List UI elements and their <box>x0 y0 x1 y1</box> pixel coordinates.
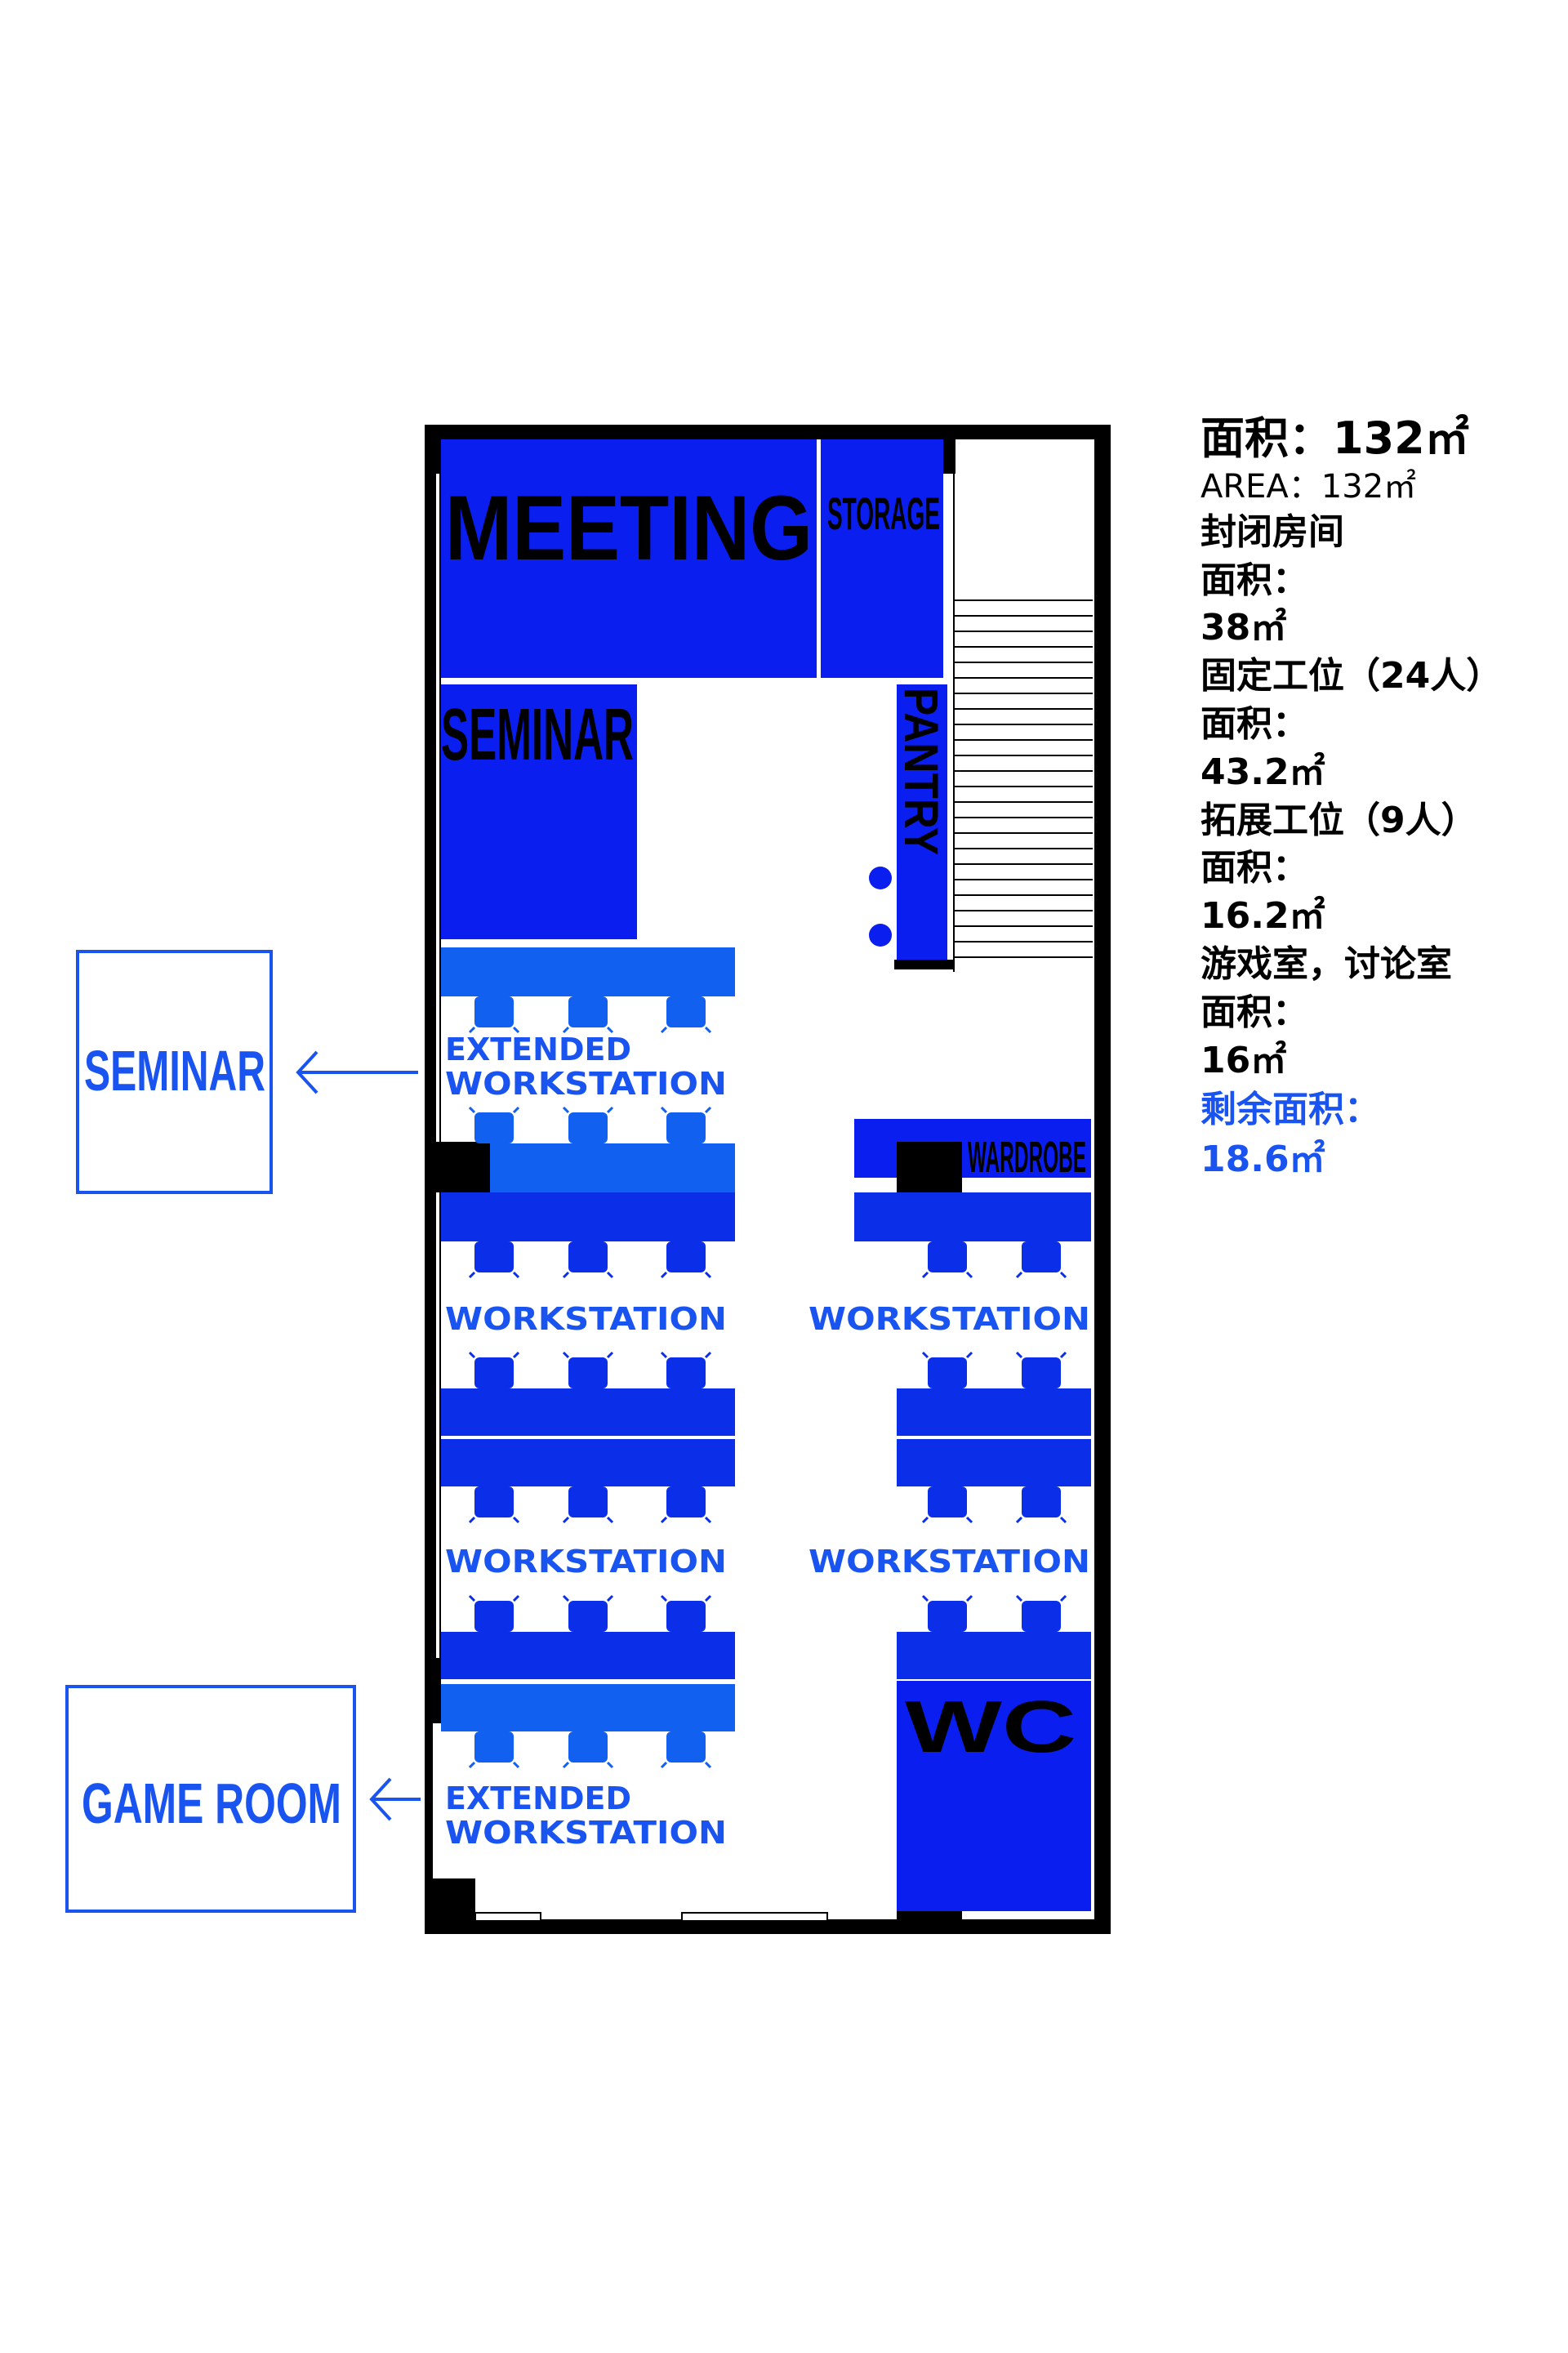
fixed-area-value: 43.2㎡ <box>1200 751 1325 793</box>
total-area-title: 面积：132㎡ <box>1200 412 1469 464</box>
extended-workstation-label: 拓展工位（9人） <box>1200 799 1477 841</box>
closed-rooms-label: 封闭房间 <box>1200 510 1344 553</box>
pantry-counter <box>897 684 947 966</box>
storage-label: STORAGE <box>827 488 940 539</box>
extended-bottom-label-1: EXTENDED <box>445 1780 631 1816</box>
external-game-room-box <box>65 1685 356 1913</box>
wardrobe <box>854 1119 1091 1178</box>
wardrobe-label: WARDROBE <box>968 1133 1086 1182</box>
pantry-label: PANTRY <box>894 688 947 855</box>
storage-room <box>821 439 943 678</box>
game-room-label: 游戏室，讨论室 <box>1200 943 1452 985</box>
remaining-area-value: 18.6㎡ <box>1200 1139 1325 1181</box>
closed-area-label: 面积： <box>1200 559 1308 601</box>
closed-area-value: 38㎡ <box>1200 607 1287 649</box>
game-area-label: 面积： <box>1200 991 1308 1033</box>
workstation-label-r2: WORKSTATION <box>808 1544 1090 1580</box>
total-area-en: AREA：132㎡ <box>1200 467 1417 506</box>
workstation-label-l2: WORKSTATION <box>445 1544 727 1580</box>
meeting-label: MEETING <box>445 477 813 579</box>
arrow-left-icon <box>296 1050 418 1094</box>
area-summary: 面积：132㎡ AREA：132㎡ 封闭房间 面积： 38㎡ 固定工位（24人）… <box>1200 412 1560 1182</box>
extended-area-label: 面积： <box>1200 847 1308 889</box>
workstation-label-r1: WORKSTATION <box>808 1301 1090 1337</box>
walls <box>425 425 1111 1934</box>
seminar-room <box>441 684 637 939</box>
arrow-left-icon <box>369 1777 421 1821</box>
external-seminar-label: SEMINAR <box>84 1039 265 1103</box>
extended-area-value: 16.2㎡ <box>1200 895 1325 938</box>
extended-top-label-2: WORKSTATION <box>445 1066 727 1102</box>
external-game-room-label: GAME ROOM <box>82 1771 341 1835</box>
extended-bottom-label-2: WORKSTATION <box>445 1815 727 1851</box>
fixed-area-label: 面积： <box>1200 702 1308 745</box>
meeting-room <box>441 439 817 678</box>
remaining-area-label: 剩余面积： <box>1200 1089 1380 1131</box>
staircase <box>953 439 1093 972</box>
wc-room <box>897 1681 1091 1911</box>
seminar-label: SEMINAR <box>441 694 634 776</box>
fixed-workstation-label: 固定工位（24人） <box>1200 655 1503 697</box>
workstation-label-l1: WORKSTATION <box>445 1301 727 1337</box>
game-area-value: 16㎡ <box>1200 1039 1287 1081</box>
wc-label: WC <box>905 1687 1076 1768</box>
external-seminar-box <box>76 950 273 1194</box>
workstations <box>441 947 1091 1769</box>
extended-top-label-1: EXTENDED <box>445 1032 631 1067</box>
